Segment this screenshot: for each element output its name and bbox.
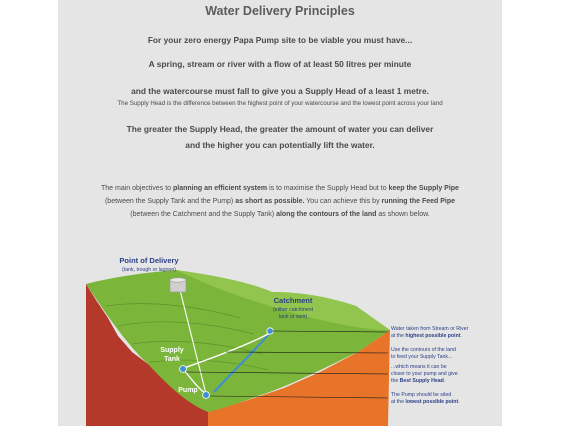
annotation-1b: at the highest possible point. [391, 333, 462, 339]
catchment-sub2: tank or weir) [279, 314, 308, 320]
annotation-3a: ...which means it can be [391, 364, 447, 370]
supply-label: Supply [160, 347, 183, 354]
greater-head-line: The greater the Supply Head, the greater… [126, 124, 434, 134]
delivery-pipe [179, 289, 207, 395]
intro-line: For your zero energy Papa Pump site to b… [147, 35, 413, 45]
pump-label: Pump [178, 387, 197, 394]
grass-highlight [176, 270, 390, 330]
annotations: Water taken from Stream or River at the … [391, 326, 469, 405]
leader-lines [185, 330, 389, 399]
annotation-4b: at the lowest possible point. [391, 399, 460, 405]
annotation-3c: the Best Supply Head. [391, 378, 445, 384]
supply-head-definition: The Supply Head is the difference betwee… [117, 100, 443, 107]
head-requirement: and the watercourse must fall to give yo… [131, 86, 429, 96]
annotation-4a: The Pump should be sited [391, 392, 451, 398]
flow-requirement: A spring, stream or river with a flow of… [148, 59, 412, 69]
site-diagram: Point of Delivery (tank, trough or lagoo… [86, 256, 469, 426]
soil-right-face [208, 330, 390, 426]
supply-tank-marker [179, 365, 187, 373]
point-of-delivery-sub: (tank, trough or lagoon) [122, 267, 176, 273]
lift-line: and the higher you can potentially lift … [185, 140, 375, 150]
point-of-delivery-label: Point of Delivery [119, 256, 179, 265]
objectives-paragraph: The main objectives to planning an effic… [101, 185, 459, 218]
pump-marker [202, 391, 210, 399]
annotation-3b: closer to your pump and give [391, 371, 458, 377]
feed-pipe [183, 331, 273, 369]
tank-label: Tank [164, 356, 180, 363]
catchment-label: Catchment [274, 296, 313, 305]
contour-lines [105, 303, 269, 371]
content-panel: Water Delivery Principles For your zero … [58, 0, 502, 426]
catchment-sub1: (either catchment [273, 307, 314, 313]
annotation-1a: Water taken from Stream or River [391, 326, 469, 332]
stream [213, 329, 273, 393]
annotation-2b: to feed your Supply Tank... [391, 354, 452, 360]
delivery-tank-icon [169, 277, 187, 293]
page-title: Water Delivery Principles [205, 4, 355, 18]
annotation-2a: Use the contours of the land [391, 347, 456, 353]
